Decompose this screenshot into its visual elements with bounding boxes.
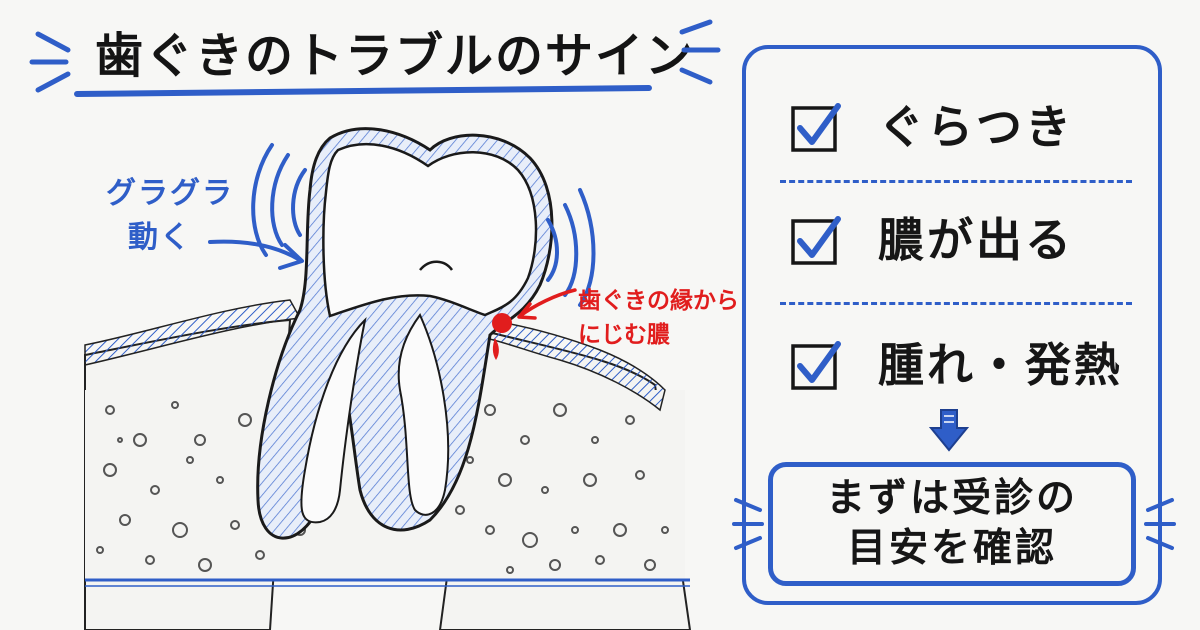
check-item-swelling: 腫れ・発熱 — [790, 330, 1130, 400]
title-left-sparkle — [29, 31, 71, 93]
checkbox-checked-icon — [791, 216, 841, 265]
motion-callout: グラグラ 動く — [106, 172, 234, 260]
checklist-panel — [742, 45, 1162, 605]
checkbox-checked-icon — [791, 341, 841, 390]
title-right-sparkle — [679, 19, 721, 85]
action-left-sparkle — [732, 498, 764, 550]
pus-callout-line1: 歯ぐきの縁から — [578, 288, 739, 314]
page-title: 歯ぐきのトラブルのサイン — [95, 28, 696, 84]
action-line1: まずは受診の — [825, 476, 1078, 521]
tooth — [256, 127, 554, 540]
check-item-wobble: ぐらつき — [790, 92, 1130, 162]
check-item-label: ぐらつき — [878, 100, 1074, 154]
checklist-divider — [780, 302, 1132, 305]
tooth-gum-illustration — [84, 127, 692, 630]
pus-drop — [492, 313, 512, 360]
check-item-label: 膿が出る — [878, 213, 1074, 267]
motion-callout-line1: グラグラ — [106, 176, 234, 211]
checkbox-checked-icon — [791, 103, 841, 152]
checklist-divider — [780, 180, 1132, 183]
action-right-sparkle — [1144, 498, 1176, 550]
check-item-pus: 膿が出る — [790, 205, 1130, 275]
pus-arrow — [517, 288, 577, 320]
down-arrow-icon — [929, 409, 969, 452]
pus-callout: 歯ぐきの縁から にじむ膿 — [578, 284, 739, 352]
motion-arrow — [208, 239, 304, 270]
action-line2: 目安を確認 — [846, 526, 1057, 571]
motion-callout-line2: 動く — [128, 220, 192, 255]
title-underline — [73, 84, 653, 98]
action-box: まずは受診の 目安を確認 — [768, 462, 1136, 586]
check-item-label: 腫れ・発熱 — [878, 338, 1123, 392]
pus-callout-line2: にじむ膿 — [578, 322, 670, 348]
